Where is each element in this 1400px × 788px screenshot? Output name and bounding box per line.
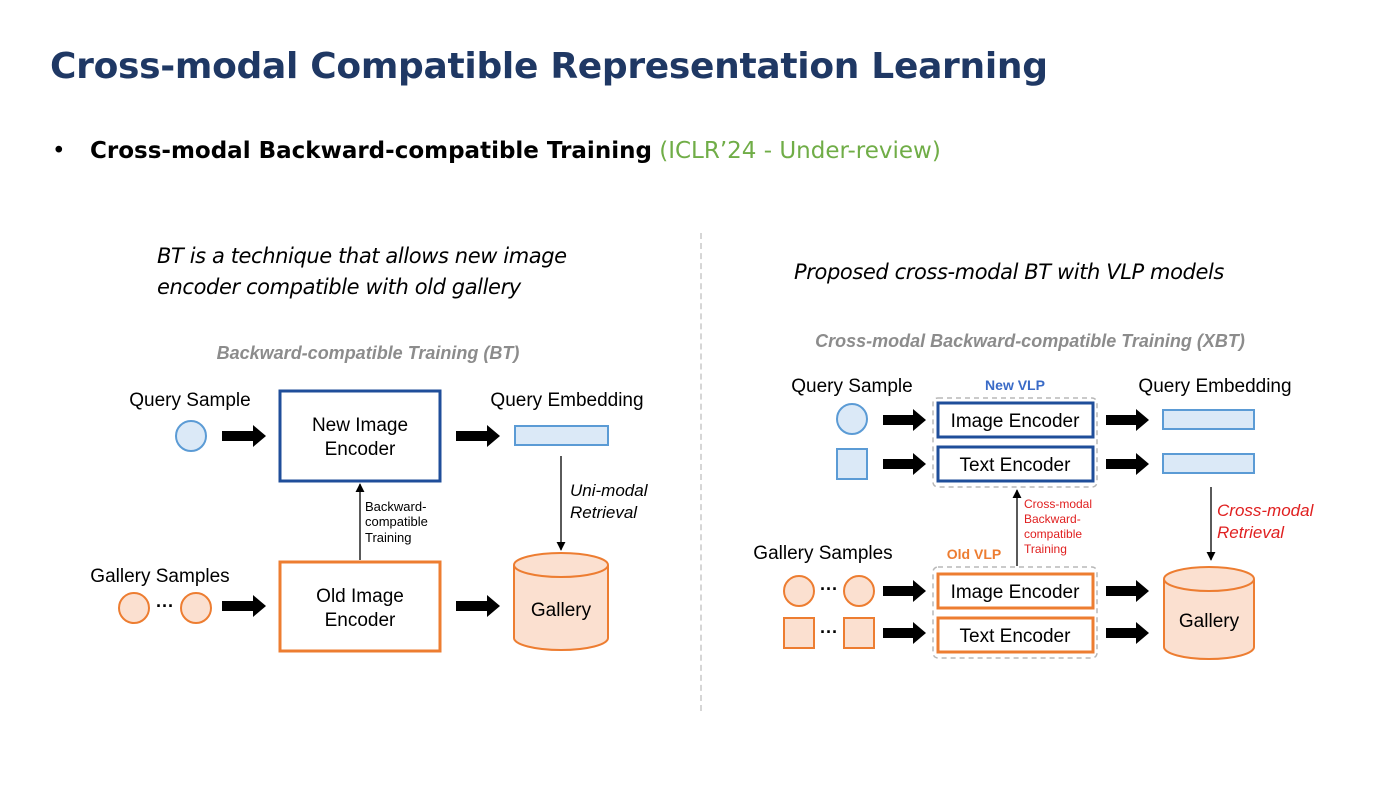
right-gallery-image-icon-2	[843, 575, 875, 607]
right-gallery-image-icon-1	[783, 575, 815, 607]
right-query-text-arrow	[883, 453, 926, 475]
left-gallery-sample-icon-2	[180, 592, 212, 624]
new-image-encoder-box-xbt	[936, 401, 1095, 439]
left-gallery-ellipsis: ···	[156, 596, 174, 616]
slide-title: Cross-modal Compatible Representation Le…	[50, 46, 1048, 87]
cross-modal-retrieval-line2: Retrieval	[1217, 523, 1285, 542]
old-vlp-group	[932, 566, 1098, 659]
right-query-image-icon	[836, 403, 868, 435]
right-gallery-text-arrow	[883, 622, 926, 644]
xbt-label-line1: Cross-modal	[1024, 497, 1092, 511]
left-query-sample-icon	[175, 420, 207, 452]
right-gallery-text-ellipsis: ···	[820, 622, 838, 642]
old-image-encoder-label-xbt: Image Encoder	[951, 582, 1081, 603]
section-divider	[700, 233, 702, 711]
right-gallery-text-icon-2	[843, 617, 875, 649]
new-image-encoder-line2: Encoder	[325, 439, 396, 460]
xbt-label-line2: Backward-	[1024, 512, 1081, 526]
uni-modal-retrieval-line1: Uni-modal	[570, 481, 649, 500]
right-query-sample-label: Query Sample	[791, 376, 912, 397]
old-image-encoder-line1: Old Image	[316, 586, 404, 607]
left-query-sample-label: Query Sample	[129, 390, 250, 411]
xbt-subtitle: Cross-modal Backward-compatible Training…	[815, 331, 1245, 351]
left-encoder-to-embedding-arrow	[456, 425, 500, 447]
bullet-symbol: •	[52, 138, 66, 164]
new-vlp-group	[932, 397, 1098, 488]
left-description-line2: encoder compatible with old gallery	[157, 275, 521, 299]
cross-modal-retrieval-line1: Cross-modal	[1217, 501, 1315, 520]
right-text-to-gallery-arrow	[1106, 622, 1149, 644]
old-image-encoder-line2: Encoder	[325, 610, 396, 631]
old-image-encoder-box-xbt	[936, 572, 1095, 610]
bullet-venue-text: (ICLR’24 - Under-review)	[659, 138, 941, 164]
bullet-main-text: Cross-modal Backward-compatible Training	[90, 138, 652, 164]
right-gallery-samples-label: Gallery Samples	[753, 543, 892, 564]
right-text-embedding-icon	[1162, 453, 1255, 474]
old-text-encoder-box	[936, 616, 1095, 654]
xbt-label-line4: Training	[1024, 542, 1067, 556]
left-encoder-to-gallery-arrow	[456, 595, 500, 617]
left-query-to-encoder-arrow	[222, 425, 266, 447]
new-image-encoder-box	[278, 389, 442, 483]
left-gallery-samples-label: Gallery Samples	[90, 566, 229, 587]
left-description: BT is a technique that allows new image …	[157, 241, 567, 303]
right-query-embedding-label: Query Embedding	[1138, 376, 1291, 397]
new-text-encoder-label: Text Encoder	[960, 455, 1072, 476]
old-vlp-label: Old VLP	[947, 546, 1001, 562]
old-image-encoder-box	[278, 560, 442, 653]
left-query-embedding-icon	[514, 425, 609, 446]
bt-label-line1: Backward-	[365, 499, 426, 514]
right-description: Proposed cross-modal BT with VLP models	[794, 260, 1224, 284]
bt-label-line2: compatible	[365, 514, 428, 529]
new-vlp-label: New VLP	[985, 377, 1045, 393]
left-gallery-label: Gallery	[531, 600, 592, 621]
right-gallery-label: Gallery	[1179, 611, 1240, 632]
bt-label-line3: Training	[365, 530, 411, 545]
right-gallery-text-icon-1	[783, 617, 815, 649]
left-gallery-sample-icon-1	[118, 592, 150, 624]
right-gallery-image-arrow	[883, 580, 926, 602]
right-image-embedding-icon	[1162, 409, 1255, 430]
right-gallery-image-ellipsis: ···	[820, 579, 838, 599]
right-query-image-arrow	[883, 409, 926, 431]
right-image-embedding-arrow	[1106, 409, 1149, 431]
old-text-encoder-label: Text Encoder	[960, 626, 1072, 647]
left-description-line1: BT is a technique that allows new image	[157, 244, 567, 268]
right-gallery-database-icon	[1163, 566, 1255, 660]
new-image-encoder-label-xbt: Image Encoder	[951, 411, 1081, 432]
left-gallery-to-encoder-arrow	[222, 595, 266, 617]
right-text-embedding-arrow	[1106, 453, 1149, 475]
right-query-text-icon	[836, 448, 868, 480]
new-text-encoder-box	[936, 445, 1095, 483]
bt-subtitle: Backward-compatible Training (BT)	[217, 343, 520, 363]
bullet-line: • Cross-modal Backward-compatible Trainin…	[52, 138, 941, 164]
left-gallery-database-icon	[513, 552, 609, 651]
left-query-embedding-label: Query Embedding	[490, 390, 643, 411]
new-image-encoder-line1: New Image	[312, 415, 408, 436]
uni-modal-retrieval-line2: Retrieval	[570, 503, 638, 522]
right-image-to-gallery-arrow	[1106, 580, 1149, 602]
xbt-label-line3: compatible	[1024, 527, 1082, 541]
